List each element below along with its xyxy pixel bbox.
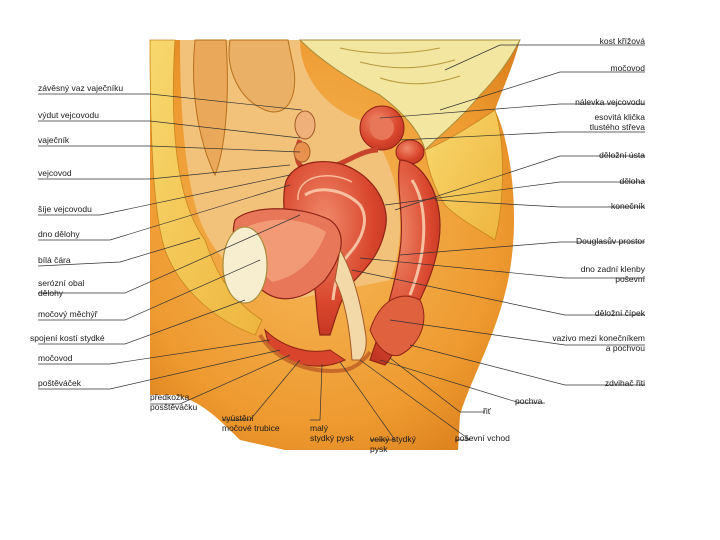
label-maly-pysk: malý stydký pysk — [310, 423, 354, 443]
label-mocovy-mechyr: močový měchýř — [38, 309, 98, 319]
label-kost-krizova: kost křížová — [599, 36, 645, 46]
label-posevni-vchod: poševní vchod — [455, 433, 510, 443]
intestine-loop — [193, 39, 228, 177]
label-bila-cara: bílá čára — [38, 255, 71, 265]
label-vajecnik: vaječník — [38, 135, 70, 145]
label-vejcovod: vejcovod — [38, 168, 72, 178]
pubic-symphysis — [222, 226, 268, 304]
label-dno-delohy: dno dělohy — [38, 229, 80, 239]
label-vydut-vejcovodu: výdut vejcovodu — [38, 110, 99, 120]
label-predkozka: předkožka posštěváčku — [150, 392, 198, 412]
label-douglas: Douglasův prostor — [576, 236, 645, 246]
label-postevacek: poštěváček — [38, 378, 81, 388]
label-vyusteni: vyústění močové trubice — [222, 413, 280, 433]
label-serozni-obal: serózní obal dělohy — [38, 278, 85, 298]
label-nalevka: nálevka vejcovodu — [575, 97, 645, 107]
label-pochva: pochva — [515, 396, 543, 406]
levator-ani — [369, 295, 425, 357]
labia-majora — [258, 333, 372, 373]
intestine-loop — [228, 39, 296, 113]
label-velky-pysk: velký stydký pysk — [370, 434, 416, 454]
label-sije-vejcovodu: šíje vejcovodu — [38, 204, 92, 214]
label-zaveseny-vaz: závěsný vaz vaječníku — [38, 83, 124, 93]
label-mocovod-left: močovod — [38, 353, 73, 363]
label-mocovod-right: močovod — [610, 63, 646, 73]
label-delozni-usti: děložní ústa — [599, 150, 645, 160]
ovary — [294, 110, 316, 140]
vagina — [334, 248, 367, 361]
label-rit: řiť — [483, 406, 491, 416]
label-esovita-klicka: esovitá klička tlustého střeva — [589, 112, 645, 132]
presacral-fat — [424, 109, 503, 241]
label-konecnik: konečník — [610, 201, 645, 211]
label-spojeni-kosti: spojení kostí stydké — [30, 333, 105, 343]
label-zvedac-riti: zdvihač řiti — [604, 378, 645, 388]
abdominal-fat — [149, 39, 263, 336]
label-delozni-cipek: děložní čípek — [594, 308, 645, 318]
label-dno-zadni-klenby: dno zadní klenby poševní — [580, 264, 645, 284]
label-deloha: děloha — [619, 176, 645, 186]
label-vazivo: vazivo mezi konečníkem a pochvou — [552, 333, 645, 353]
